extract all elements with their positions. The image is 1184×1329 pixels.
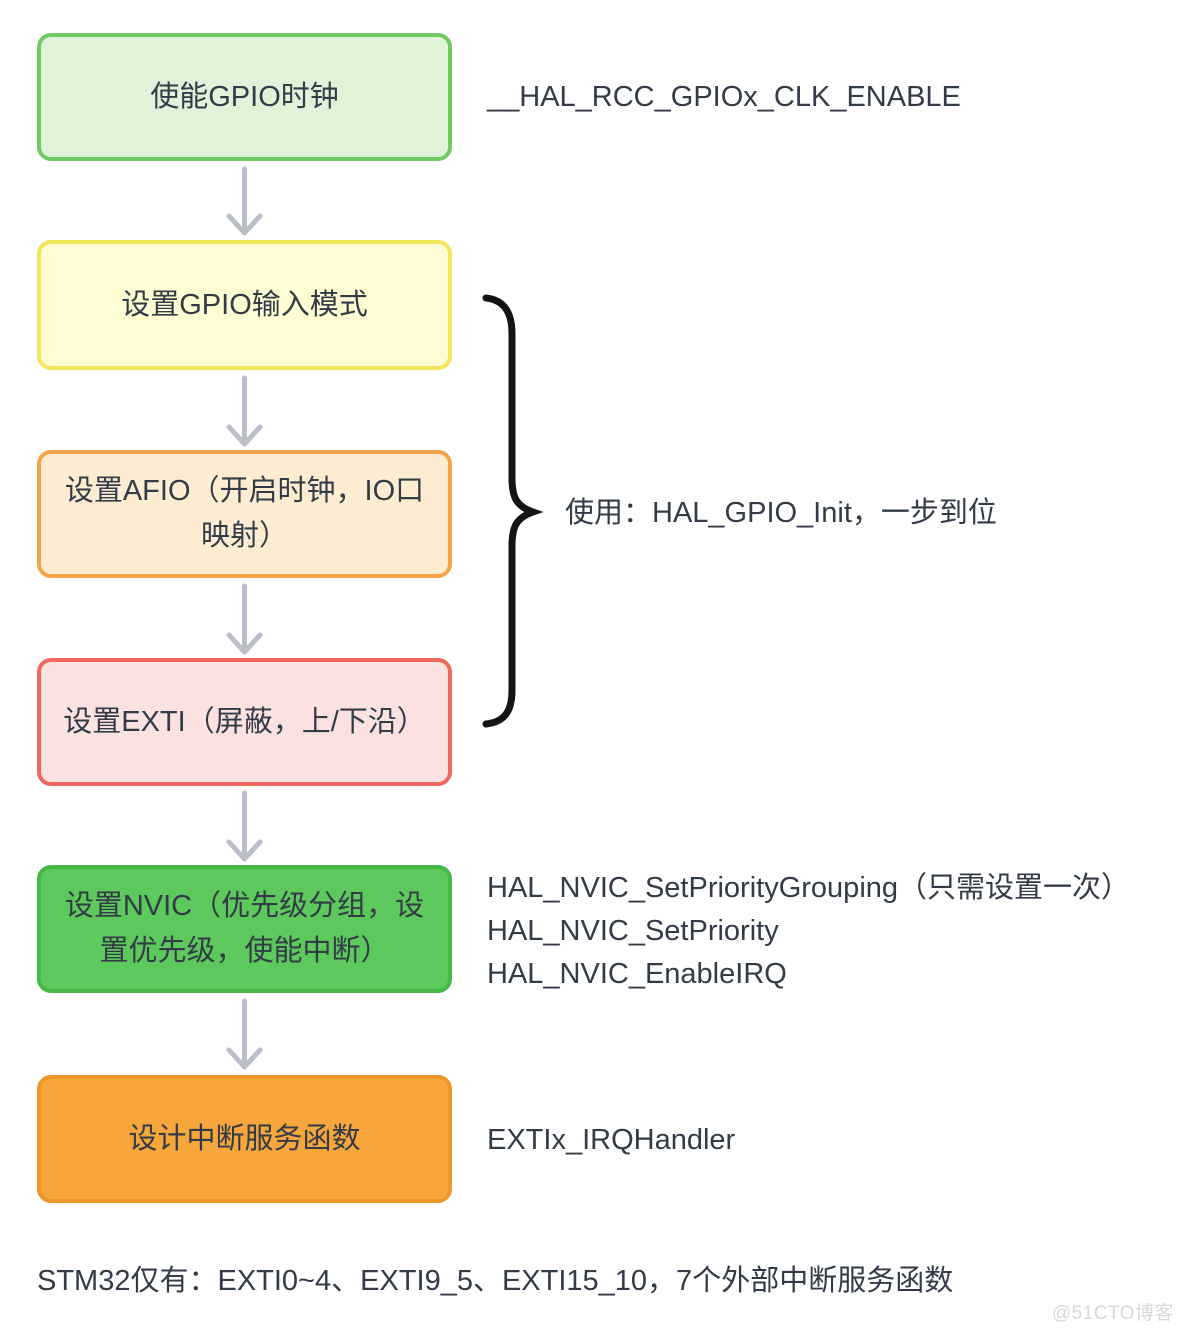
flow-step-isr: 设计中断服务函数: [37, 1075, 452, 1203]
annotation-line: HAL_NVIC_EnableIRQ: [487, 958, 787, 990]
step-label: 设计中断服务函数: [128, 1122, 361, 1155]
annotation-nvic-functions: HAL_NVIC_SetPriorityGrouping（只需设置一次） HAL…: [487, 867, 1130, 996]
footer-note: STM32仅有：EXTI0~4、EXTI9_5、EXTI15_10，7个外部中断…: [37, 1265, 954, 1297]
watermark: @51CTO博客: [1051, 1303, 1174, 1324]
flow-step-nvic: 设置NVIC（优先级分组，设 置优先级，使能中断）: [37, 865, 452, 993]
step-label: 设置GPIO输入模式: [121, 288, 368, 321]
annotation-clock-macro: __HAL_RCC_GPIOx_CLK_ENABLE: [487, 81, 961, 113]
step-label: 设置EXTI（屏蔽，上/下沿）: [63, 705, 426, 738]
flow-step-afio: 设置AFIO（开启时钟，IO口 映射）: [37, 450, 452, 578]
flow-step-exti: 设置EXTI（屏蔽，上/下沿）: [37, 658, 452, 786]
flow-step-enable-gpio-clock: 使能GPIO时钟: [37, 33, 452, 161]
step-label: 置优先级，使能中断）: [99, 935, 390, 967]
flow-step-gpio-input-mode: 设置GPIO输入模式: [37, 240, 452, 370]
annotation-hal-gpio-init: 使用：HAL_GPIO_Init，一步到位: [565, 497, 997, 529]
step-label: 使能GPIO时钟: [150, 80, 339, 113]
grouping-brace-icon: [482, 294, 544, 728]
annotation-irq-handler: EXTIx_IRQHandler: [487, 1124, 736, 1156]
step-label: 设置NVIC（优先级分组，设: [64, 890, 425, 922]
annotation-line: HAL_NVIC_SetPriority: [487, 915, 779, 947]
annotation-line: HAL_NVIC_SetPriorityGrouping（只需设置一次）: [487, 872, 1131, 904]
step-label: 设置AFIO（开启时钟，IO口: [64, 475, 425, 507]
step-label: 映射）: [200, 520, 288, 552]
